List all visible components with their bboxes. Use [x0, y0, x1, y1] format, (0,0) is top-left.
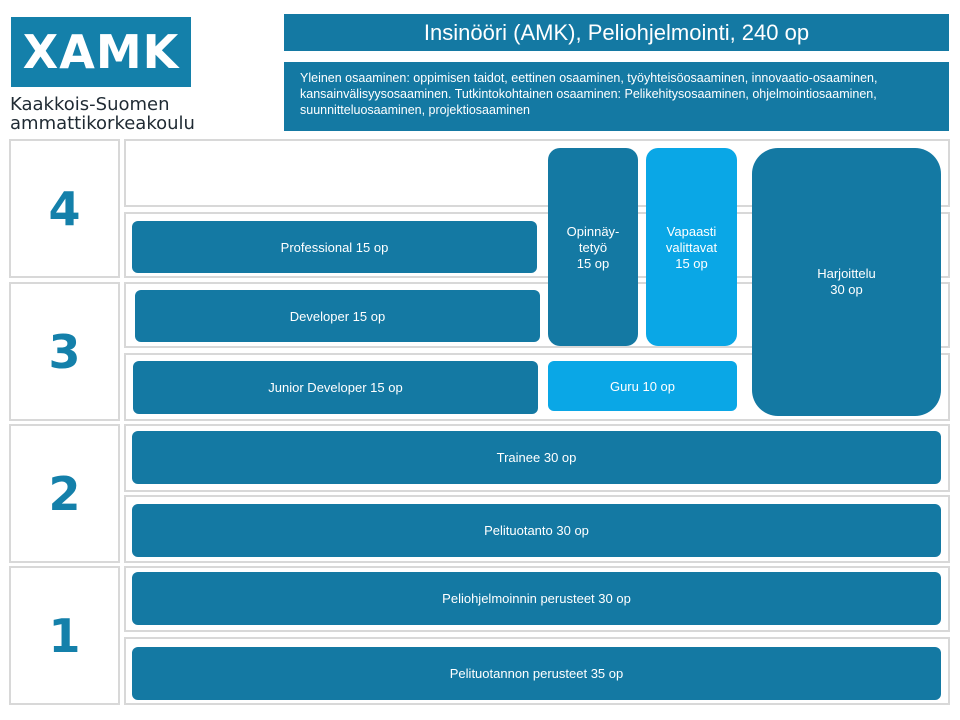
elective-line1: Vapaasti	[666, 224, 717, 239]
course-peliohjelmoinnin-perusteet: Peliohjelmoinnin perusteet 30 op	[132, 572, 941, 625]
course-guru: Guru 10 op	[548, 361, 737, 411]
year-4-label: 4	[9, 139, 120, 278]
course-junior-developer: Junior Developer 15 op	[133, 361, 538, 414]
thesis-line2: tetyö	[578, 240, 608, 255]
elective-credits: 15 op	[675, 256, 708, 271]
course-thesis: Opinnäy- tetyö 15 op	[548, 148, 638, 346]
course-pelituotannon-perusteet: Pelituotannon perusteet 35 op	[132, 647, 941, 700]
logo-mark: XAMK	[22, 25, 180, 79]
xamk-logo: XAMK	[11, 17, 191, 87]
course-developer: Developer 15 op	[135, 290, 540, 342]
degree-title: Insinööri (AMK), Peliohjelmointi, 240 op	[284, 14, 949, 51]
thesis-line1: Opinnäy-	[566, 224, 620, 239]
logo-subtitle-line1: Kaakkois-Suomen	[10, 94, 170, 115]
year-2-label: 2	[9, 424, 120, 563]
thesis-credits: 15 op	[576, 256, 610, 271]
competence-description: Yleinen osaaminen: oppimisen taidot, eet…	[284, 62, 949, 131]
year-1-label: 1	[9, 566, 120, 705]
course-pelituotanto: Pelituotanto 30 op	[132, 504, 941, 557]
course-trainee: Trainee 30 op	[132, 431, 941, 484]
year-3-label: 3	[9, 282, 120, 421]
logo-subtitle-line2: ammattikorkeakoulu	[10, 113, 195, 134]
course-internship: Harjoittelu 30 op	[752, 148, 941, 416]
internship-credits: 30 op	[830, 282, 863, 297]
course-elective: Vapaasti valittavat 15 op	[646, 148, 737, 346]
elective-line2: valittavat	[665, 240, 718, 255]
internship-line1: Harjoittelu	[817, 266, 876, 281]
course-professional: Professional 15 op	[132, 221, 537, 273]
